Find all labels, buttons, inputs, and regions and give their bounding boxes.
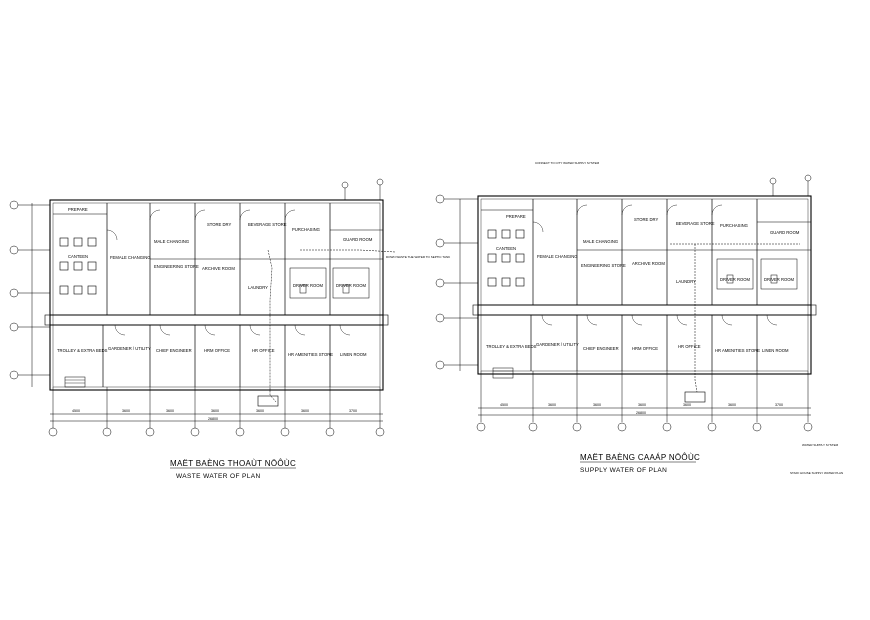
left-outer-wall <box>49 199 384 391</box>
right-label-engineering-store: ENGINEERING STORE <box>581 263 626 268</box>
right-label-laundry: LAUNDRY <box>676 279 696 284</box>
left-label-chief-engineer: CHIEF ENGINEER <box>156 348 192 353</box>
right-grid-axes <box>435 174 813 432</box>
left-label-engineering-store: ENGINEERING STORE <box>154 264 199 269</box>
right-label-trolley: TROLLEY & EXTRA BEDS <box>486 344 537 349</box>
right-label-chief-engineer: CHIEF ENGINEER <box>583 346 619 351</box>
right-label-beverage-store: BEVERAGE STORE <box>676 221 715 226</box>
left-label-driver-room-1: DRIVER ROOM <box>293 283 324 288</box>
right-label-gardener: GARDENER / UTILITY <box>536 342 579 347</box>
left-title-en: WASTE WATER OF PLAN <box>176 473 261 480</box>
right-dim-1: 4500 <box>500 403 508 407</box>
right-canteen-tables <box>487 229 525 287</box>
right-outer-wall <box>477 195 812 375</box>
right-label-driver-room-2: DRIVER ROOM <box>764 277 795 282</box>
left-dim-7: 3700 <box>349 409 357 413</box>
right-corner-note: STAFF HOUSE SUPPLY WATER PLAN <box>790 471 843 475</box>
right-label-female-changing: FEMALE CHANGING <box>537 254 578 259</box>
right-dimensions: 4500 3600 3600 3600 3600 3600 3700 26800 <box>500 403 783 415</box>
left-label-prepare: PREPARE <box>68 207 88 212</box>
right-label-archive-room: ARCHIVE ROOM <box>632 261 665 266</box>
right-dim-total: 26800 <box>636 411 646 415</box>
left-dim-2: 3600 <box>122 409 130 413</box>
left-room-labels: PREPARE CANTEEN FEMALE CHANGING MALE CHA… <box>57 207 450 357</box>
right-dim-7: 3700 <box>775 403 783 407</box>
left-grid-axes <box>9 178 385 437</box>
right-label-driver-room-1: DRIVER ROOM <box>720 277 751 282</box>
left-label-hrm-office: HRM OFFICE <box>204 348 230 353</box>
right-label-guard-room: GUARD ROOM <box>770 230 800 235</box>
left-dim-4: 3600 <box>211 409 219 413</box>
left-annotation-septic: DOWN WASTE THE WATER TO SEPTIC TANK <box>386 255 450 259</box>
left-label-archive-room: ARCHIVE ROOM <box>202 266 235 271</box>
left-title-vn: MAËT BAÈNG THOAÙT NÖÔÙC <box>170 459 296 468</box>
right-room-labels: PREPARE CANTEEN FEMALE CHANGING MALE CHA… <box>486 161 843 475</box>
right-label-male-changing: MALE CHANGING <box>583 239 618 244</box>
right-title-en: SUPPLY WATER OF PLAN <box>580 467 667 474</box>
right-top-note: CONNECT TO CITY WATER SUPPLY SYSTEM <box>535 161 600 165</box>
left-label-hr-amenities: HR AMENITIES STORE <box>288 352 333 357</box>
left-floor-plan <box>9 178 396 437</box>
right-dim-5: 3600 <box>683 403 691 407</box>
right-label-linen-room: LINEN ROOM <box>762 348 789 353</box>
right-dim-2: 3600 <box>548 403 556 407</box>
left-label-beverage-store: BEVERAGE STORE <box>248 222 287 227</box>
right-dim-3: 3600 <box>593 403 601 407</box>
right-label-purchasing: PURCHASING <box>720 223 748 228</box>
left-label-laundry: LAUNDRY <box>248 285 268 290</box>
right-title-vn: MAËT BAÈNG CAAÁP NÖÔÙC <box>580 453 700 462</box>
left-dim-5: 3600 <box>256 409 264 413</box>
left-dim-1: 4500 <box>72 409 80 413</box>
left-label-gardener: GARDENER / UTILITY <box>108 346 151 351</box>
right-label-canteen: CANTEEN <box>496 246 516 251</box>
left-label-female-changing: FEMALE CHANGING <box>110 255 151 260</box>
right-label-hr-amenities: HR AMENITIES STORE <box>715 348 760 353</box>
right-label-hr-office: HR OFFICE <box>678 344 701 349</box>
left-canteen-tables <box>59 237 97 295</box>
left-dim-total: 26800 <box>208 417 218 421</box>
left-label-canteen: CANTEEN <box>68 254 88 259</box>
left-label-hr-office: HR OFFICE <box>252 348 275 353</box>
right-label-store-dry: STORE DRY <box>634 217 658 222</box>
right-floor-plan <box>435 174 817 432</box>
right-legend-note: WATER SUPPLY SYSTEM <box>802 443 839 447</box>
right-label-hrm-office: HRM OFFICE <box>632 346 658 351</box>
left-label-driver-room-2: DRIVER ROOM <box>336 283 367 288</box>
left-label-linen-room: LINEN ROOM <box>340 352 367 357</box>
left-dim-3: 3600 <box>166 409 174 413</box>
left-dim-6: 3600 <box>301 409 309 413</box>
left-label-guard-room: GUARD ROOM <box>343 237 373 242</box>
right-dim-4: 3600 <box>638 403 646 407</box>
left-label-store-dry: STORE DRY <box>207 222 231 227</box>
right-label-prepare: PREPARE <box>506 214 526 219</box>
right-dim-6: 3600 <box>728 403 736 407</box>
left-label-purchasing: PURCHASING <box>292 227 320 232</box>
left-label-trolley: TROLLEY & EXTRA BEDS <box>57 348 108 353</box>
left-dimensions: 4500 3600 3600 3600 3600 3600 3700 26800 <box>72 409 357 421</box>
left-label-male-changing: MALE CHANGING <box>154 239 189 244</box>
